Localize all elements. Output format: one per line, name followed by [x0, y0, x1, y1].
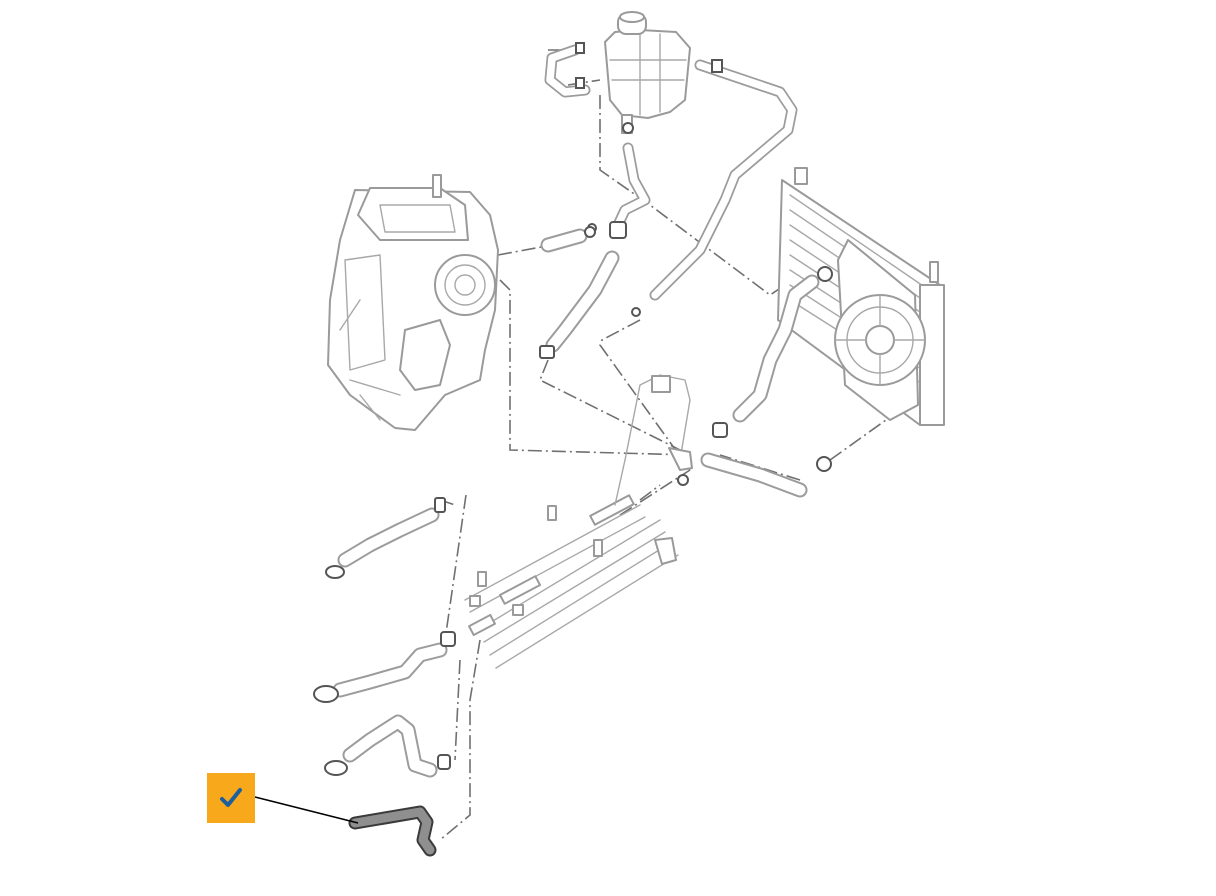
- selected-hose[interactable]: [348, 805, 437, 857]
- selection-badge[interactable]: [207, 773, 255, 823]
- heater-blower-housing: [327, 174, 499, 431]
- radiator-lower-hose: [700, 452, 832, 498]
- coolant-expansion-tank: [604, 11, 691, 134]
- radiator-upper-hose: [712, 266, 833, 438]
- bypass-hose: [325, 497, 446, 579]
- heater-return-hose: [539, 250, 620, 359]
- heater-feed-hose: [313, 631, 456, 703]
- coolant-pipe-assembly: [464, 374, 693, 669]
- callout-leader-line: [254, 796, 359, 824]
- heater-inlet-hose: [540, 226, 596, 253]
- checkmark-icon: [220, 788, 242, 807]
- tank-to-pipe-hose: [631, 59, 798, 317]
- radiator-with-fan: [777, 167, 945, 426]
- tank-bottom-hose: [587, 142, 651, 239]
- assembly-guide-lines: [439, 49, 901, 841]
- coolant-return-hose: [324, 714, 451, 778]
- overflow-hose: [544, 42, 591, 98]
